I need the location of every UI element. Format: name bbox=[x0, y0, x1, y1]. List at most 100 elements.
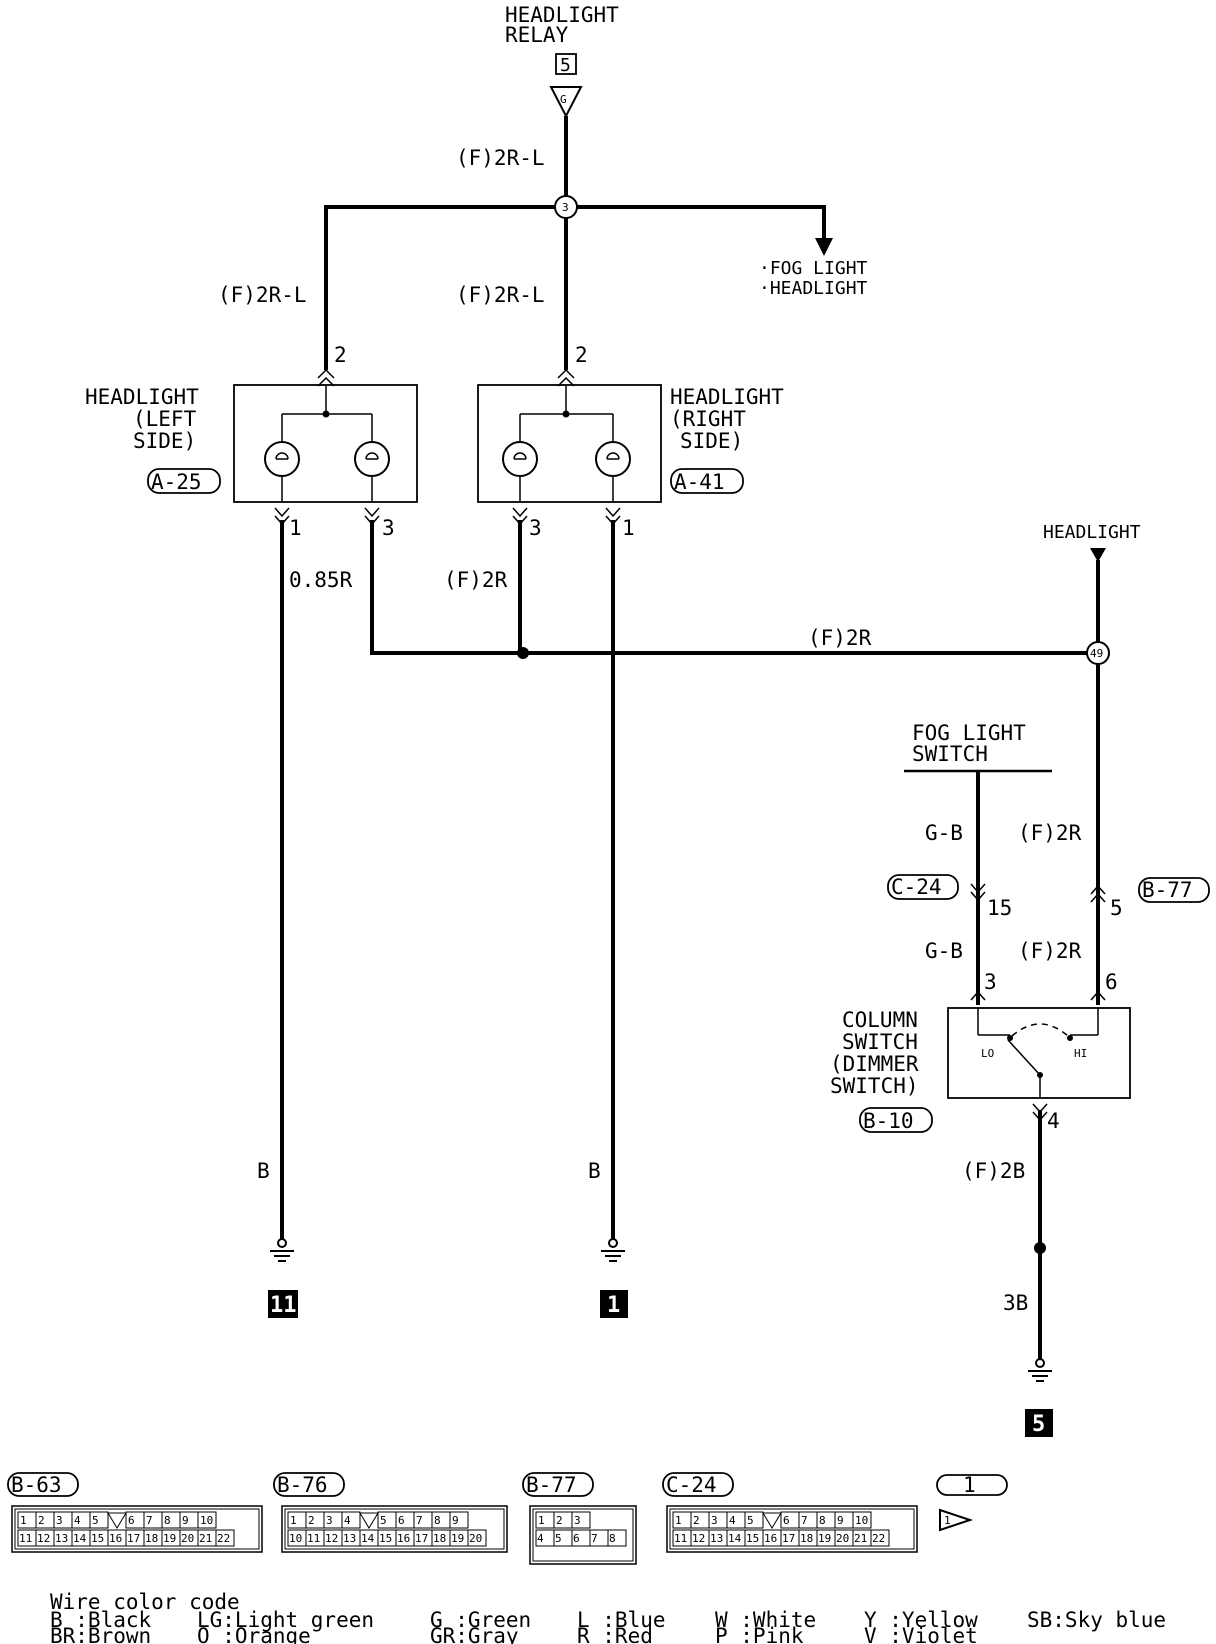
connector-pin-label: 1 bbox=[290, 1514, 297, 1527]
cs-hi-contact bbox=[1067, 1035, 1073, 1041]
cs-lo-label: LO bbox=[981, 1047, 994, 1060]
connector-pin-label: 20 bbox=[836, 1532, 849, 1545]
ground-right-num: 5 bbox=[1032, 1412, 1045, 1437]
pin-b77-5: 5 bbox=[1110, 896, 1123, 920]
connector-pin-label: 19 bbox=[451, 1532, 464, 1545]
relay-num-box bbox=[555, 53, 577, 75]
legend-item: B :Black bbox=[50, 1608, 152, 1632]
cs-arm bbox=[1007, 1039, 1041, 1076]
connector-pin-cell bbox=[607, 1529, 627, 1547]
connector-pin-label: 8 bbox=[434, 1514, 441, 1527]
connector-pin-label: 13 bbox=[55, 1532, 68, 1545]
connector-pin-label: 8 bbox=[819, 1514, 826, 1527]
conn-b10: B-10 bbox=[863, 1109, 914, 1133]
connector-pin-label: 9 bbox=[182, 1514, 189, 1527]
connector-face-c24 bbox=[666, 1505, 918, 1553]
connector-pin-label: 9 bbox=[837, 1514, 844, 1527]
connector-pin-label: 17 bbox=[415, 1532, 428, 1545]
connector-pin-label: 17 bbox=[127, 1532, 140, 1545]
legend-item: LG:Light green bbox=[197, 1608, 374, 1632]
connector-pin-label: 20 bbox=[469, 1532, 482, 1545]
conn-b76-box bbox=[273, 1472, 345, 1497]
connector-pin-label: 7 bbox=[416, 1514, 423, 1527]
left-top-chevron bbox=[317, 368, 335, 387]
headlight-left-label-3: SIDE) bbox=[133, 429, 196, 453]
legend-item: P :Pink bbox=[715, 1624, 804, 1644]
legend-item: R :Red bbox=[577, 1624, 653, 1644]
right-pin-1: 1 bbox=[622, 516, 635, 540]
bulb-filament bbox=[513, 452, 527, 460]
pin-c24-15: 15 bbox=[987, 896, 1012, 920]
wire-fog-gb-upper: G-B bbox=[925, 821, 963, 845]
relay-num: 5 bbox=[560, 55, 571, 76]
connector-pin-label: 9 bbox=[452, 1514, 459, 1527]
connector-pin-label: 21 bbox=[199, 1532, 212, 1545]
headlight-right-label-2: (RIGHT bbox=[670, 407, 746, 431]
connector-pin-label: 19 bbox=[818, 1532, 831, 1545]
ground-center-num: 1 bbox=[607, 1293, 620, 1318]
connector-key-icon bbox=[762, 1512, 782, 1529]
chevron-icon bbox=[970, 883, 986, 902]
conn-b77-face-label: B-77 bbox=[526, 1473, 577, 1497]
cs-lo-contact bbox=[1007, 1035, 1013, 1041]
junction-3-label: 3 bbox=[562, 201, 569, 214]
connector-pin-label: 1 bbox=[538, 1514, 545, 1527]
legend-item: W :White bbox=[715, 1608, 816, 1632]
connector-pin-label: 5 bbox=[555, 1532, 562, 1545]
column-switch-box bbox=[947, 1007, 1131, 1099]
headlight-left-box bbox=[233, 384, 418, 503]
connector-pin-label: 15 bbox=[379, 1532, 392, 1545]
column-switch-label-1: COLUMN bbox=[842, 1008, 918, 1032]
connector-pin-label: 12 bbox=[325, 1532, 338, 1545]
conn-b63-box bbox=[7, 1472, 79, 1497]
wire-col-ground-label: 3B bbox=[1003, 1291, 1028, 1315]
connector-pin-label: 5 bbox=[747, 1514, 754, 1527]
left-pin-1: 1 bbox=[289, 516, 302, 540]
left-pin-2: 2 bbox=[334, 343, 347, 367]
conn-c24-face-box bbox=[662, 1472, 734, 1497]
connector-pin-label: 11 bbox=[307, 1532, 320, 1545]
connector-pin-label: 8 bbox=[609, 1532, 616, 1545]
connector-pin-label: 2 bbox=[38, 1514, 45, 1527]
connector-pin-label: 16 bbox=[109, 1532, 122, 1545]
pin-col-6: 6 bbox=[1105, 970, 1118, 994]
relay-title-1: HEADLIGHT bbox=[505, 3, 619, 27]
connector-pin-label: 22 bbox=[217, 1532, 230, 1545]
connector-pin-label: 3 bbox=[326, 1514, 333, 1527]
legend-item: SB:Sky blue bbox=[1027, 1608, 1166, 1632]
wire-fog-gb-lower: G-B bbox=[925, 939, 963, 963]
ground-icon bbox=[270, 1238, 294, 1262]
connector-key-icon bbox=[107, 1512, 127, 1529]
connector-face-b76 bbox=[281, 1505, 508, 1553]
ground-right-badge bbox=[1025, 1409, 1053, 1437]
legend-title: Wire color code bbox=[50, 1590, 240, 1614]
conn-a41-box bbox=[670, 468, 744, 494]
connector-pin-cell bbox=[197, 1511, 217, 1529]
chevron-icon bbox=[1090, 990, 1106, 1001]
connector-pin-label: 15 bbox=[91, 1532, 104, 1545]
col-out-node bbox=[1034, 1242, 1046, 1254]
column-switch-label-2: SWITCH bbox=[842, 1030, 918, 1054]
connector-pin-label: 13 bbox=[710, 1532, 723, 1545]
connector-pin-label: 18 bbox=[433, 1532, 446, 1545]
wire-ground-left-label: B bbox=[257, 1159, 270, 1183]
connector-pin-label: 3 bbox=[574, 1514, 581, 1527]
wire-bus-label: (F)2R bbox=[808, 626, 872, 650]
connector-pin-label: 13 bbox=[343, 1532, 356, 1545]
arrow-right-icon bbox=[939, 1508, 974, 1532]
connector-pin-label: 6 bbox=[783, 1514, 790, 1527]
conn-one-arrow-label: 1 bbox=[944, 1514, 951, 1527]
connector-pin-label: 8 bbox=[164, 1514, 171, 1527]
connector-pin-label: 17 bbox=[782, 1532, 795, 1545]
right-top-chevron bbox=[557, 368, 575, 387]
connector-face-inner bbox=[532, 1508, 634, 1562]
connector-pin-label: 10 bbox=[289, 1532, 302, 1545]
connector-pin-cell bbox=[744, 1511, 764, 1529]
junction-49-label: 49 bbox=[1090, 647, 1103, 660]
connector-pin-label: 18 bbox=[800, 1532, 813, 1545]
headlight-right-label-1: HEADLIGHT bbox=[670, 385, 784, 409]
connector-pin-label: 2 bbox=[693, 1514, 700, 1527]
relay-triangle-letter: G bbox=[560, 93, 567, 106]
connector-pin-label: 4 bbox=[344, 1514, 351, 1527]
